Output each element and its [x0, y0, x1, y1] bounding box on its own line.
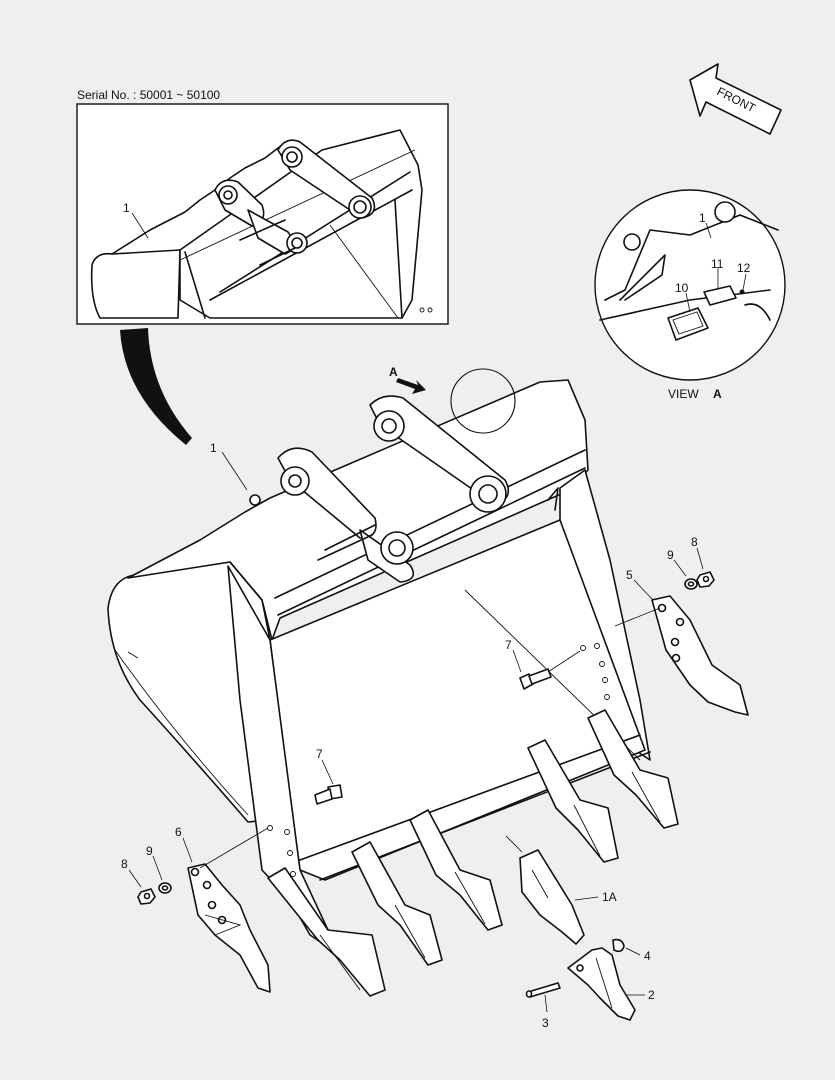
side-cutter-left: 6 9 8 [121, 825, 271, 993]
callout-5: 5 [626, 568, 633, 582]
tooth-point-set: 4 2 3 [525, 938, 655, 1030]
callout-7-lower: 7 [316, 747, 323, 761]
callout-7-upper: 7 [505, 638, 512, 652]
side-cutter-right: 5 9 8 [614, 535, 749, 716]
callout-9-right: 9 [667, 548, 674, 562]
callout-2: 2 [648, 988, 655, 1002]
inset-detail: 1 [76, 103, 449, 325]
view-callout-11: 11 [711, 257, 724, 271]
view-a-arrow: A [389, 365, 426, 394]
main-callout-1: 1 [210, 441, 217, 455]
callout-9-left: 9 [146, 844, 153, 858]
inset-callout-1: 1 [123, 201, 130, 215]
tooth-adapter: 1A [505, 835, 617, 945]
main-bucket: 1 [107, 368, 679, 997]
view-a-caption: VIEW [668, 387, 699, 401]
callout-8-right: 8 [691, 535, 698, 549]
view-callout-1: 1 [699, 211, 706, 225]
view-callout-12: 12 [737, 261, 751, 275]
front-direction-arrow: FRONT [689, 63, 782, 135]
callout-6: 6 [175, 825, 182, 839]
callout-3: 3 [542, 1016, 549, 1030]
view-callout-10: 10 [675, 281, 689, 295]
view-a-detail: 1 10 11 12 VIEW A [594, 189, 786, 401]
bolt-upper: 7 [505, 638, 581, 690]
serial-number-label: Serial No. : 50001 ~ 50100 [77, 88, 220, 102]
bolt-lower: 7 [314, 747, 343, 805]
view-a-arrow-letter: A [389, 365, 398, 379]
callout-8-left: 8 [121, 857, 128, 871]
callout-4: 4 [644, 949, 651, 963]
view-a-letter: A [713, 387, 722, 401]
callout-1A: 1A [602, 890, 617, 904]
inset-pointer-arrow [120, 328, 192, 445]
